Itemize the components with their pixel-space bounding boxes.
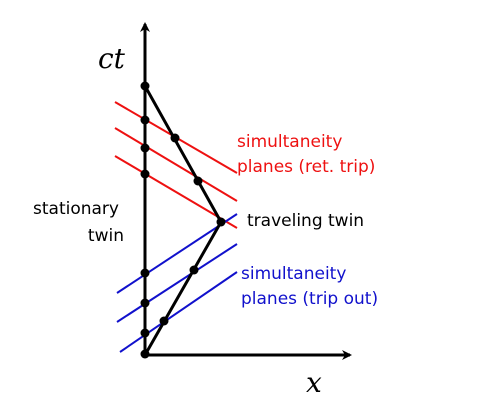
return-planes-label-line1: simultaneity xyxy=(237,132,342,152)
x-axis-label: x xyxy=(306,366,322,399)
event-dot xyxy=(216,217,226,227)
event-dots xyxy=(140,81,226,359)
out-plane-2 xyxy=(116,243,238,323)
return-simultaneity-planes xyxy=(114,101,238,229)
stationary-twin-label-line2: twin xyxy=(88,226,124,246)
out-simultaneity-planes xyxy=(116,213,238,353)
event-dot xyxy=(140,143,150,153)
event-dot xyxy=(140,349,150,359)
event-dot xyxy=(140,298,150,308)
event-dot xyxy=(140,169,150,179)
return-planes-label-line2: planes (ret. trip) xyxy=(237,157,375,177)
ct-axis-label: ct xyxy=(98,42,126,75)
event-dot xyxy=(189,265,199,275)
traveling-twin-label: traveling twin xyxy=(247,211,364,231)
event-dot xyxy=(159,316,169,326)
event-dot xyxy=(140,81,150,91)
event-dot xyxy=(140,268,150,278)
event-dot xyxy=(140,115,150,125)
out-planes-label-line1: simultaneity xyxy=(241,264,346,284)
return-plane-2 xyxy=(114,127,238,202)
event-dot xyxy=(170,133,180,143)
stationary-twin-label-line1: stationary xyxy=(33,199,119,219)
event-dot xyxy=(193,176,203,186)
event-dot xyxy=(140,328,150,338)
out-plane-3 xyxy=(119,271,238,353)
out-planes-label-line2: planes (trip out) xyxy=(241,289,378,309)
